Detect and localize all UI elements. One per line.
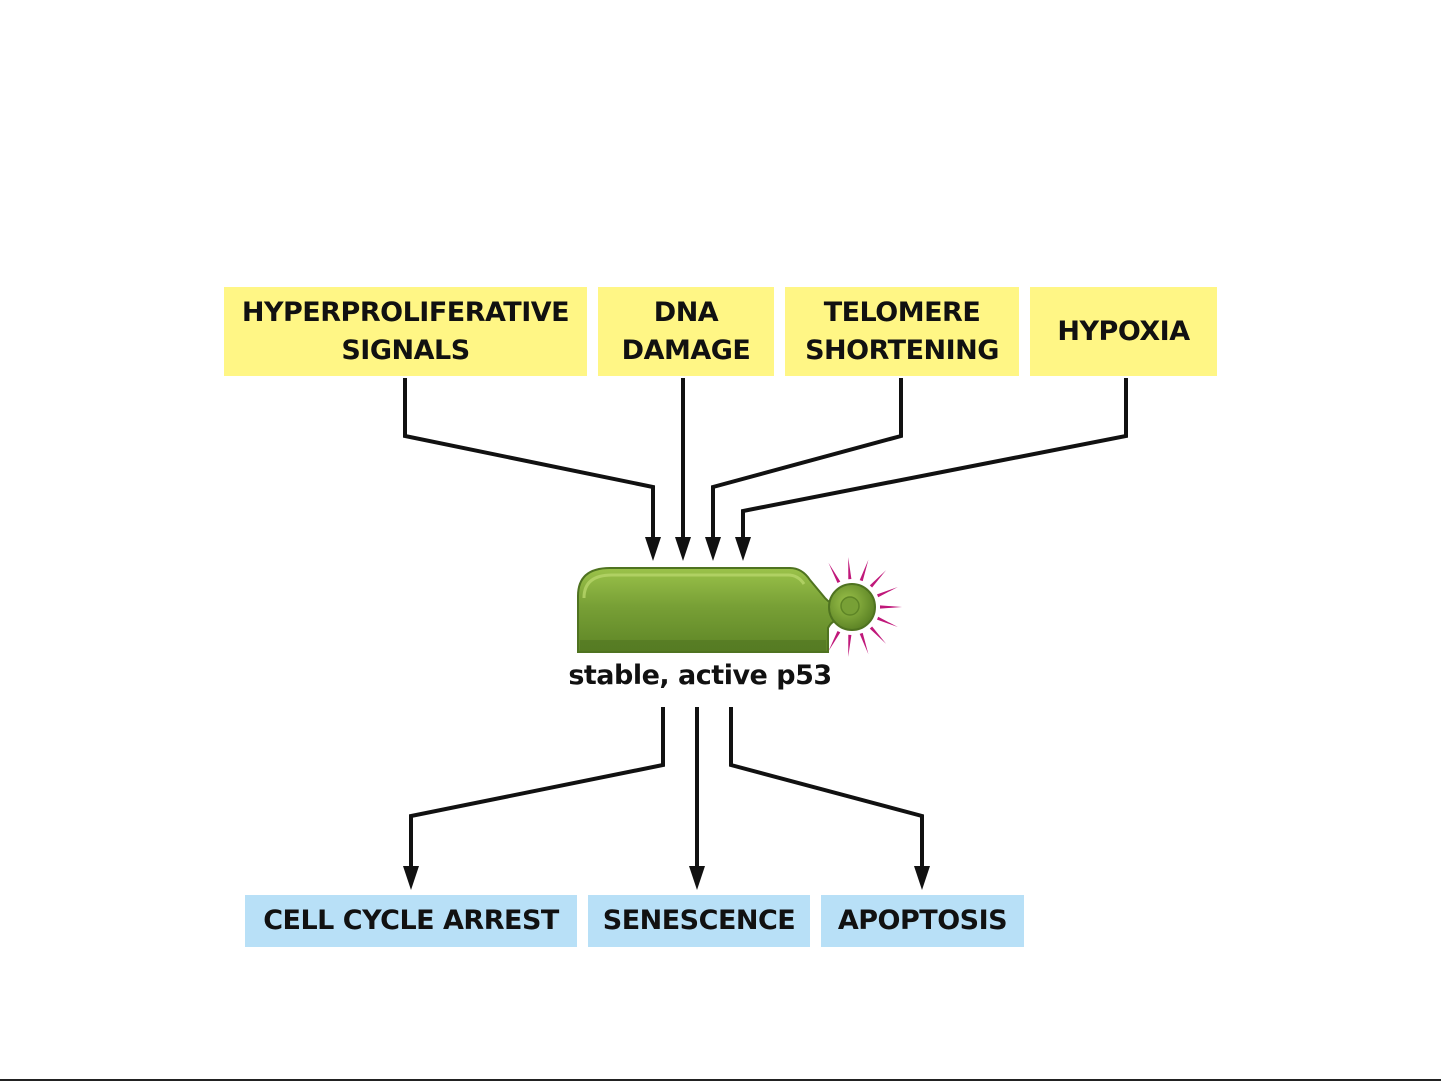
activation-spike xyxy=(829,563,841,583)
arrowhead-6 xyxy=(689,866,705,890)
input-label-line1: HYPOXIA xyxy=(1057,313,1189,351)
output-label: SENESCENCE xyxy=(603,895,796,947)
input-label-line1: DNA xyxy=(654,294,718,332)
arrowhead-3 xyxy=(705,537,721,561)
p53-protein-icon xyxy=(578,557,902,657)
output-arrowheads xyxy=(403,866,930,890)
arrowhead-7 xyxy=(914,866,930,890)
arrow-hypoxia-to-p53 xyxy=(743,378,1126,543)
input-label-line1: TELOMERE xyxy=(824,294,981,332)
input-arrows xyxy=(405,378,1126,543)
arrow-p53-to-cell-cycle-arrest xyxy=(411,707,663,872)
activation-spike xyxy=(870,627,886,644)
output-label: CELL CYCLE ARREST xyxy=(263,895,559,947)
activation-spike xyxy=(870,570,886,587)
p53-body xyxy=(578,568,848,652)
output-label: APOPTOSIS xyxy=(838,895,1007,947)
input-hyperproliferative-signals: HYPERPROLIFERATIVE SIGNALS xyxy=(224,287,587,376)
arrowhead-4 xyxy=(735,537,751,561)
arrowhead-2 xyxy=(675,537,691,561)
activation-spike xyxy=(848,557,851,579)
input-label-line2: SHORTENING xyxy=(805,332,999,370)
p53-knob-center xyxy=(841,597,859,615)
arrow-p53-to-apoptosis xyxy=(731,707,922,872)
input-dna-damage: DNA DAMAGE xyxy=(598,287,774,376)
activation-spike xyxy=(877,617,898,627)
input-hypoxia: HYPOXIA xyxy=(1030,287,1217,376)
output-cell-cycle-arrest: CELL CYCLE ARREST xyxy=(245,895,577,947)
activation-spike xyxy=(860,633,869,654)
p53-body-base xyxy=(580,640,826,651)
activation-spike xyxy=(860,560,869,581)
input-label-line2: DAMAGE xyxy=(622,332,751,370)
activation-spike xyxy=(829,631,841,651)
activation-spike xyxy=(848,635,851,657)
activation-spike xyxy=(880,605,902,608)
arrow-hyperproliferative-to-p53 xyxy=(405,378,653,543)
output-senescence: SENESCENCE xyxy=(588,895,810,947)
p53-label: stable, active p53 xyxy=(520,660,880,691)
output-apoptosis: APOPTOSIS xyxy=(821,895,1024,947)
arrowhead-5 xyxy=(403,866,419,890)
arrowhead-1 xyxy=(645,537,661,561)
activation-spike xyxy=(877,587,898,597)
input-arrowheads xyxy=(645,537,751,561)
input-label-line2: SIGNALS xyxy=(341,332,469,370)
output-arrows xyxy=(411,707,922,872)
input-telomere-shortening: TELOMERE SHORTENING xyxy=(785,287,1019,376)
input-label-line1: HYPERPROLIFERATIVE xyxy=(242,294,569,332)
